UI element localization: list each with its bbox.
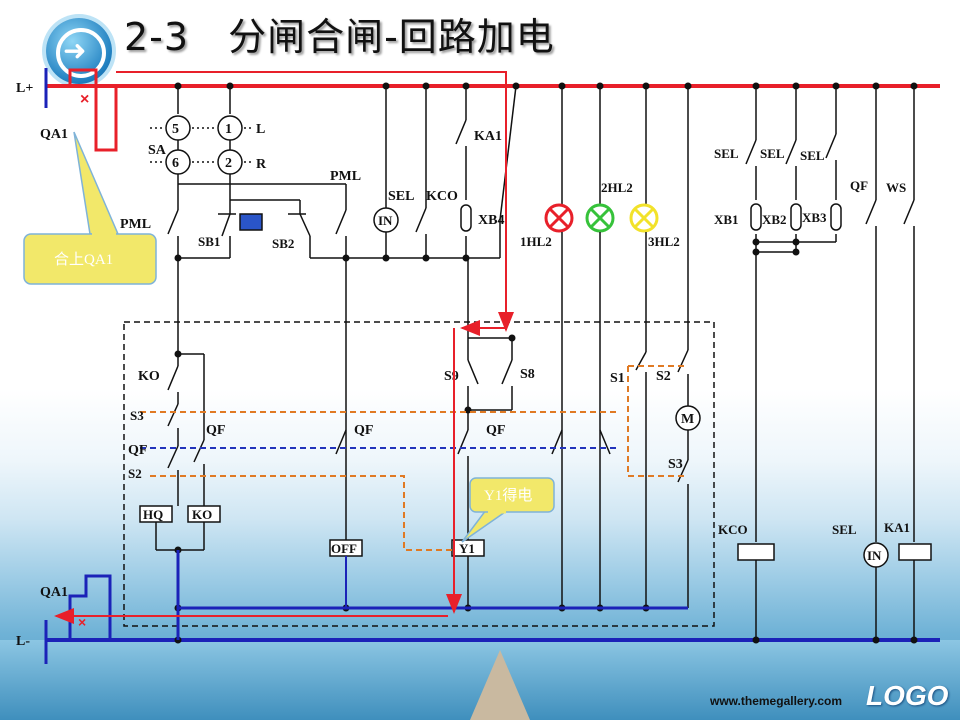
current-path-arrows [54,71,514,624]
callout-y1-energized [461,477,555,543]
lamp-1hl2 [544,86,574,608]
sa-right-label: R [256,157,267,172]
lamp-3hl2 [629,86,659,352]
sel-contact-2-label: SEL [760,146,785,161]
qf-right-mech-label: QF [486,423,505,438]
logo: LOGO [866,680,949,711]
positive-bus-label: L+ [16,81,33,96]
right-group-nodes [752,238,918,644]
in-coil-label: IN [867,548,882,563]
sa-switch [150,86,347,205]
callout-close-qa1-text: 合上QA1 [54,251,113,268]
s3-left-label: S3 [130,408,144,423]
qf-mid-label: QF [354,423,373,438]
sa-contact-5: 5 [172,122,179,137]
next-slide-button[interactable]: ➜ [46,18,112,84]
motor-label: M [681,412,694,427]
lamp-2hl2 [585,86,615,608]
svg-text:×: × [80,91,89,108]
mechanism-box [123,321,715,627]
lamp-3hl2-label: 3HL2 [648,234,680,249]
sel-top-label: SEL [388,189,414,204]
ko-coil-label: KO [192,507,212,522]
off-coil-label: OFF [331,541,357,556]
lamp-1hl2-label: 1HL2 [520,234,552,249]
s8-label: S8 [520,367,535,382]
s2-right-label: S2 [656,369,671,384]
sel-contact-3-label: SEL [800,148,825,163]
in-top-label: IN [378,213,393,228]
callout-y1-energized-text: Y1得电 [484,487,532,504]
sa-contact-1: 1 [225,122,232,137]
sa-left-label: L [256,122,265,137]
s1-label: S1 [610,371,625,386]
mechanism-nodes [174,334,650,644]
sa-contact-6: 6 [172,156,179,171]
sa-contact-2: 2 [225,156,232,171]
pml-right-label: PML [330,169,361,184]
lamp-2hl2-label: 2HL2 [601,180,633,195]
pier-image [470,650,530,720]
xb2-label: XB2 [762,212,787,227]
xb1-label: XB1 [714,212,739,227]
sel-contact-1-label: SEL [714,146,739,161]
svg-text:×: × [78,614,86,630]
pml-left-label: PML [120,217,151,232]
qf-b-label: QF [128,443,147,458]
sa-label: SA [148,143,167,158]
qf-right-label: QF [850,178,868,193]
kco-top-label: KCO [426,189,458,204]
y1-coil-label: Y1 [459,541,475,556]
footer-url[interactable]: www.themegallery.com [710,694,843,708]
ka1-top-label: KA1 [474,129,502,144]
hq-coil-label: HQ [143,507,163,522]
s9-label: S9 [444,369,459,384]
linkage-dashes [140,365,688,551]
ko-label: KO [138,369,160,384]
xb4-label: XB4 [478,213,504,228]
negative-bus-label: L- [16,634,30,649]
negative-bus: × [44,574,940,664]
sb1-label: SB1 [198,234,220,249]
sel-coil-label: SEL [832,522,857,537]
s2-left-label: S2 [128,466,142,481]
top-row-wiring [167,85,517,608]
mechanism-wiring [139,86,701,640]
arrow-right-icon [56,28,106,78]
callout-close-qa1 [23,131,157,285]
right-group-wiring [737,86,932,640]
ws-label: WS [886,180,906,195]
breaker-bottom-label: QA1 [40,585,68,600]
ka1-coil-label: KA1 [884,520,910,535]
kco-coil-label: KCO [718,522,748,537]
s3-right-label: S3 [668,457,683,472]
xb3-label: XB3 [802,210,827,225]
slide-title: 2-3 分闸合闸-回路加电 [124,15,555,59]
sb2-label: SB2 [272,236,294,251]
breaker-top-label: QA1 [40,127,68,142]
qf-a-label: QF [206,423,225,438]
positive-bus: × [44,68,940,152]
